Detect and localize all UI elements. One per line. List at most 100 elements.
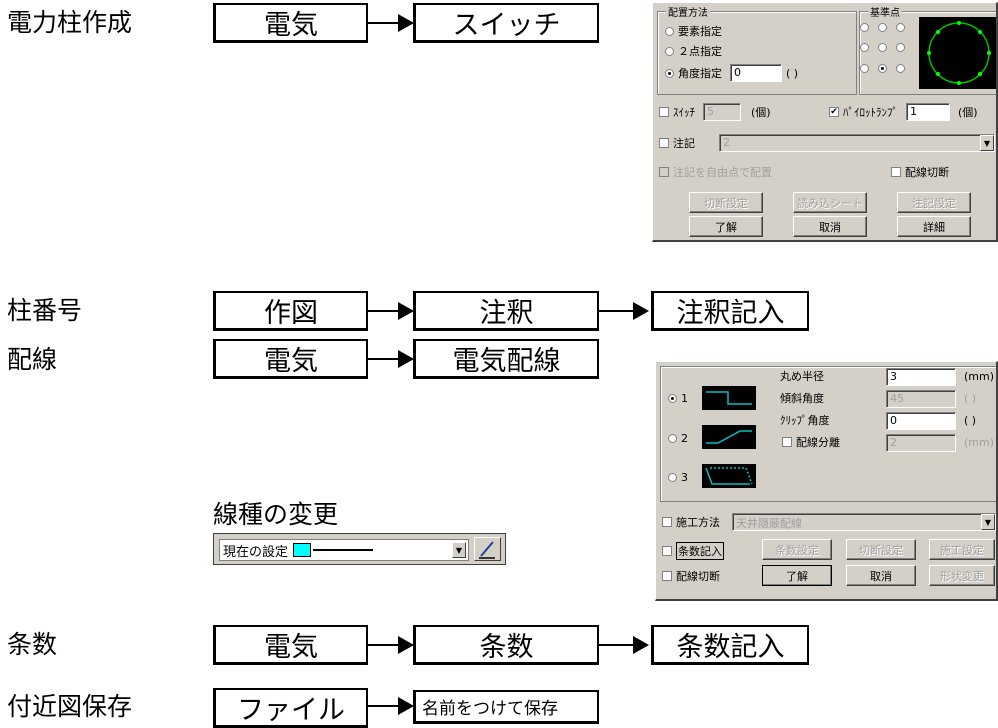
radio-icon[interactable]: [860, 64, 869, 73]
radio-selected-icon[interactable]: [878, 64, 887, 73]
checkbox-icon[interactable]: [662, 517, 672, 527]
wiring-type-3-preview[interactable]: [702, 464, 756, 488]
linetype-select[interactable]: 現在の設定 ▼: [219, 539, 469, 561]
wiring-type-2-label: 2: [681, 432, 688, 445]
checkbox-icon[interactable]: [891, 167, 901, 177]
radius-unit: (mm): [964, 370, 995, 383]
menu-switch-box[interactable]: スイッチ: [413, 3, 599, 43]
opt-element-label: 要素指定: [678, 25, 722, 38]
menu-denki-box-2[interactable]: 電気: [213, 339, 368, 379]
pilot-count-input[interactable]: 1: [906, 103, 950, 121]
menu-count-box[interactable]: 条数: [413, 625, 599, 665]
wiring-type-2-radio[interactable]: 2: [668, 432, 688, 445]
checkbox-icon[interactable]: [659, 167, 669, 177]
method-row[interactable]: 施工方法: [662, 514, 720, 530]
radio-icon[interactable]: [896, 23, 905, 32]
menu-annotation-box[interactable]: 注釈: [413, 291, 599, 331]
pilot-label: ﾊﾟｲﾛｯﾄﾗﾝﾌﾟ: [843, 106, 898, 119]
wiring-type-1-radio[interactable]: 1: [668, 392, 688, 405]
opt-two-point-radio[interactable]: ２点指定: [665, 43, 722, 59]
cancel-button[interactable]: 取消: [793, 216, 867, 237]
menu-file-box[interactable]: ファイル: [213, 688, 368, 728]
method-select[interactable]: 天井隠蔽配線: [732, 513, 996, 531]
wiring-type-2-preview[interactable]: [702, 425, 756, 449]
angle-input[interactable]: 0: [730, 64, 782, 82]
arrow-right-icon: [599, 302, 649, 320]
switch-count-input[interactable]: 5: [703, 103, 741, 121]
placement-group-title: 配置方法: [666, 4, 710, 19]
menu-denki-box[interactable]: 電気: [213, 3, 368, 43]
split-unit: (mm): [964, 436, 995, 449]
row-count-label: 条数: [7, 630, 58, 659]
split-row[interactable]: 配線分離: [782, 434, 840, 450]
linetype-toolbar: 現在の設定 ▼: [213, 533, 506, 565]
arrow-right-icon: [599, 636, 649, 654]
wiring-settings-dialog: 1 2 3 丸め半径 3 (mm) 傾斜角度 45 ( ) ｸﾘｯﾌﾟ角度 0 …: [655, 361, 998, 601]
checkbox-icon[interactable]: [659, 107, 669, 117]
note-select[interactable]: 2: [719, 134, 995, 152]
method-setting-button[interactable]: 施工設定: [929, 539, 995, 560]
pilot-unit: (個): [958, 106, 978, 119]
radio-selected-icon: [665, 68, 674, 78]
note-label: 注記: [673, 137, 695, 150]
radio-icon[interactable]: [896, 43, 905, 52]
detail-button[interactable]: 詳細: [897, 216, 971, 237]
menu-denki-box-3[interactable]: 電気: [213, 625, 368, 665]
note-sheet-button[interactable]: 読み込シート: [793, 192, 867, 213]
note-free-row[interactable]: 注記を自由点で配置: [659, 164, 772, 180]
menu-draw-box[interactable]: 作図: [213, 291, 368, 331]
wiring-type-1-preview[interactable]: [702, 386, 756, 410]
radius-input[interactable]: 3: [886, 368, 956, 386]
line-sample: [313, 549, 374, 551]
shape-change-button[interactable]: 形状変更: [929, 565, 995, 586]
wiring-type-group: [660, 366, 996, 502]
menu-save-as-box[interactable]: 名前をつけて保存: [413, 690, 599, 724]
checkbox-icon[interactable]: [659, 138, 669, 148]
ok-button[interactable]: 了解: [689, 216, 763, 237]
symbol-preview: [919, 17, 996, 89]
base-point-row-3[interactable]: [860, 64, 905, 73]
radio-icon[interactable]: [878, 23, 887, 32]
pen-icon[interactable]: [474, 537, 501, 561]
circle-symbol-icon: [927, 21, 991, 85]
note-row[interactable]: 注記: [659, 135, 695, 151]
wire-cut-row[interactable]: 配線切断: [662, 568, 720, 584]
radio-icon[interactable]: [860, 43, 869, 52]
clip-input[interactable]: 0: [886, 412, 956, 430]
cancel-button[interactable]: 取消: [846, 565, 916, 586]
cut-setting-button[interactable]: 切断設定: [846, 539, 916, 560]
slope-input[interactable]: 45: [886, 390, 956, 408]
base-point-row-2[interactable]: [860, 43, 905, 52]
base-point-row-1[interactable]: [860, 23, 905, 32]
chevron-down-icon[interactable]: ▼: [981, 514, 995, 530]
checkbox-icon[interactable]: [662, 571, 672, 581]
ok-button[interactable]: 了解: [762, 565, 832, 586]
menu-count-entry-box[interactable]: 条数記入: [651, 625, 809, 665]
count-entry-row[interactable]: 条数記入: [662, 542, 724, 560]
pilot-lamp-row[interactable]: ✔ ﾊﾟｲﾛｯﾄﾗﾝﾌﾟ 1 (個): [829, 103, 978, 121]
menu-wiring-box[interactable]: 電気配線: [413, 339, 599, 379]
radio-icon[interactable]: [896, 64, 905, 73]
radio-icon[interactable]: [878, 43, 887, 52]
clip-label-text: ｸﾘｯﾌﾟ角度: [780, 414, 830, 427]
split-input[interactable]: 2: [886, 434, 956, 452]
placement-group: 配置方法: [657, 4, 857, 95]
count-setting-button[interactable]: 条数設定: [762, 539, 832, 560]
cut-setting-button[interactable]: 切断設定: [689, 192, 763, 213]
wiring-type-3-radio[interactable]: 3: [668, 471, 688, 484]
note-setting-button[interactable]: 注記設定: [897, 192, 971, 213]
base-point-group-title: 基準点: [868, 4, 902, 19]
wire-cut-row[interactable]: 配線切断: [891, 164, 949, 180]
menu-annotation-entry-box[interactable]: 注釈記入: [651, 291, 809, 331]
checkbox-icon[interactable]: [782, 437, 792, 447]
radio-icon[interactable]: [860, 23, 869, 32]
clip-unit: ( ): [964, 414, 977, 427]
opt-element-radio[interactable]: 要素指定: [665, 23, 722, 39]
chevron-down-icon[interactable]: ▼: [452, 542, 466, 558]
checkbox-checked-icon[interactable]: ✔: [829, 107, 839, 117]
checkbox-icon[interactable]: [662, 546, 672, 556]
radio-icon: [665, 26, 674, 36]
chevron-down-icon[interactable]: ▼: [980, 135, 994, 151]
